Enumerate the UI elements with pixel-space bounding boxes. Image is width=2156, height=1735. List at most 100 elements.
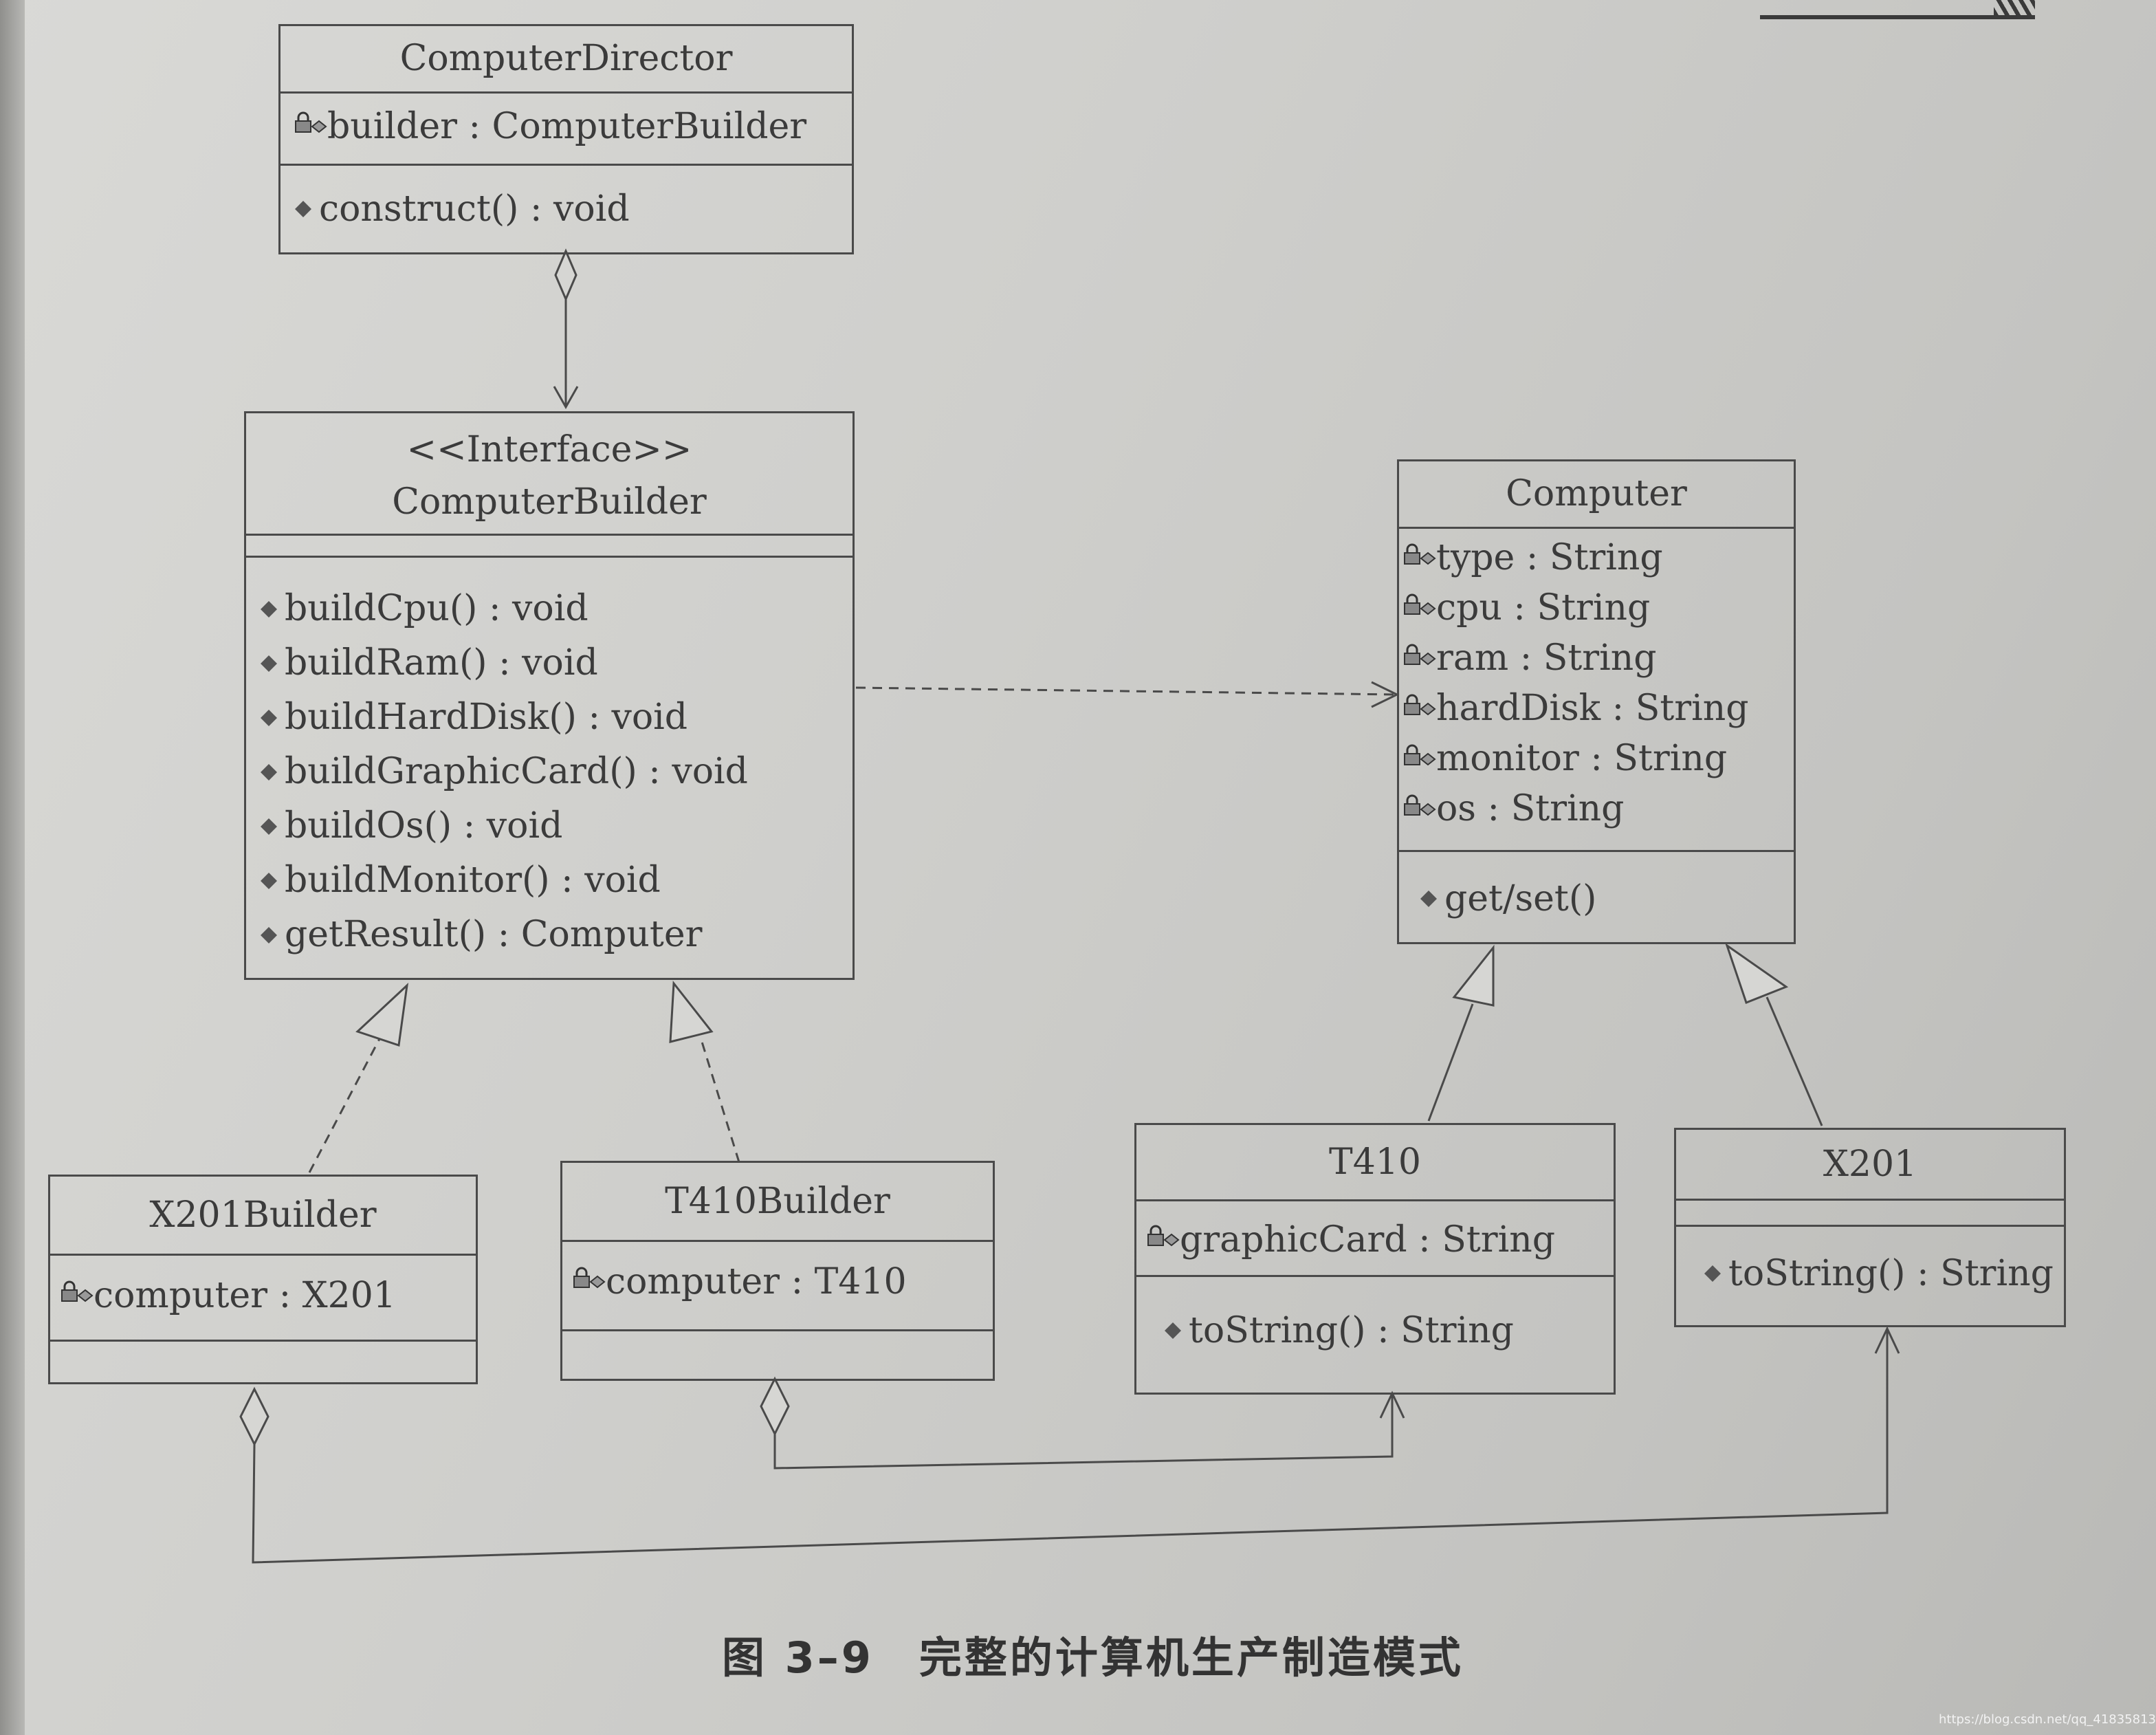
aggregation-diamond [554,248,578,302]
page-edge [0,0,25,1735]
class-computer-builder: <<Interface>> ComputerBuilder buildCpu()… [244,411,855,980]
class-t410: T410 graphicCard : String toString() : S… [1134,1123,1616,1395]
attribute-row: type : String [1399,533,1794,583]
operation-text: get/set() [1444,878,1597,919]
public-operation-icon [1704,1265,1722,1283]
open-arrow [1874,1326,1900,1354]
operation-text: buildOs() : void [285,805,563,847]
operation-row: buildRam() : void [246,636,852,690]
aggregation-diamond [239,1386,270,1447]
t410-generalization [1427,944,1495,1122]
operation-row: buildOs() : void [246,799,852,853]
attribute-row: computer : X201 [50,1269,476,1322]
builder-computer-dependency [855,681,1400,708]
class-name: Computer [1506,473,1687,514]
attributes-section [246,534,852,556]
public-operation-icon [260,655,278,673]
attributes-section: computer : X201 [50,1254,476,1340]
operation-text: buildMonitor() : void [285,860,661,901]
attribute-row: ram : String [1399,633,1794,684]
attribute-row: monitor : String [1399,734,1794,784]
operation-text: buildGraphicCard() : void [285,751,748,792]
private-attribute-icon [294,111,327,140]
figure-caption: 图 3–9 完整的计算机生产制造模式 [722,1633,1464,1683]
attribute-text: os : String [1436,788,1625,829]
class-name: ComputerBuilder [392,481,707,523]
attribute-text: computer : T410 [606,1261,907,1302]
stereotype-label: <<Interface>> [406,429,692,470]
private-attribute-icon [1403,744,1436,773]
class-header: <<Interface>> ComputerBuilder [246,413,852,534]
class-name: X201 [1823,1144,1917,1185]
hollow-triangle [1452,944,1495,1007]
public-operation-icon [260,763,278,781]
hollow-triangle [1725,943,1789,1004]
operation-text: toString() : String [1189,1310,1514,1351]
attribute-text: computer : X201 [94,1275,396,1316]
operations-section: toString() : String [1136,1275,1614,1357]
class-name: ComputerDirector [399,38,733,79]
attribute-row: hardDisk : String [1399,684,1794,734]
attributes-section: builder : ComputerBuilder [280,91,852,164]
public-operation-icon [260,926,278,944]
class-computer-director: ComputerDirector builder : ComputerBuild… [278,24,854,254]
t410builder-realization [669,980,740,1163]
t410builder-t410-aggregation [760,1376,1405,1470]
attribute-text: type : String [1436,537,1663,578]
x201-generalization [1725,943,1823,1126]
private-attribute-icon [1403,543,1436,572]
attributes-section [1676,1199,2064,1225]
hollow-triangle [355,983,409,1047]
class-t410-builder: T410Builder computer : T410 [560,1161,995,1381]
private-attribute-icon [1403,694,1436,723]
attribute-text: builder : ComputerBuilder [327,106,807,147]
attributes-section: computer : T410 [562,1240,993,1329]
public-operation-icon [260,872,278,890]
operations-section [50,1340,476,1381]
private-attribute-icon [1403,794,1436,823]
operations-section [562,1329,993,1377]
private-attribute-icon [1403,644,1436,673]
source-credit: https://blog.csdn.net/qq_41835813 [1939,1712,2156,1727]
public-operation-icon [1420,890,1438,908]
operation-row: buildGraphicCard() : void [246,745,852,799]
private-attribute-icon [573,1267,606,1296]
operation-text: construct() : void [319,188,630,230]
x201builder-realization [308,983,409,1173]
corner-mark [1760,0,2035,19]
public-operation-icon [294,200,312,218]
operation-text: buildCpu() : void [285,588,588,629]
public-operation-icon [1164,1322,1182,1340]
attribute-text: hardDisk : String [1436,688,1749,729]
private-attribute-icon [60,1280,94,1309]
operation-row: construct() : void [280,183,852,235]
attribute-text: cpu : String [1436,587,1651,629]
attribute-row: computer : T410 [562,1256,993,1308]
private-attribute-icon [1147,1225,1180,1254]
attribute-row: graphicCard : String [1136,1214,1614,1266]
attribute-text: ram : String [1436,637,1657,679]
class-name: X201Builder [149,1194,377,1236]
operation-text: toString() : String [1728,1253,2054,1294]
operation-row: buildCpu() : void [246,582,852,636]
attributes-section: type : String cpu : String ram : String … [1399,527,1794,850]
public-operation-icon [260,709,278,727]
public-operation-icon [260,600,278,618]
operation-row: getResult() : Computer [246,908,852,962]
class-x201: X201 toString() : String [1674,1128,2066,1327]
attribute-text: monitor : String [1436,738,1728,779]
public-operation-icon [260,818,278,836]
operations-section: buildCpu() : void buildRam() : void buil… [246,556,852,962]
operations-section: get/set() [1399,850,1794,925]
director-builder-aggregation [553,248,579,410]
operation-text: getResult() : Computer [285,914,703,955]
x201builder-x201-aggregation [239,1326,1900,1564]
operation-text: buildRam() : void [285,642,598,684]
class-name: T410Builder [665,1181,890,1222]
operation-row: toString() : String [1676,1247,2064,1300]
operation-row: buildMonitor() : void [246,853,852,908]
private-attribute-icon [1403,593,1436,622]
operation-row: toString() : String [1136,1305,1614,1357]
attribute-text: graphicCard : String [1180,1219,1555,1261]
